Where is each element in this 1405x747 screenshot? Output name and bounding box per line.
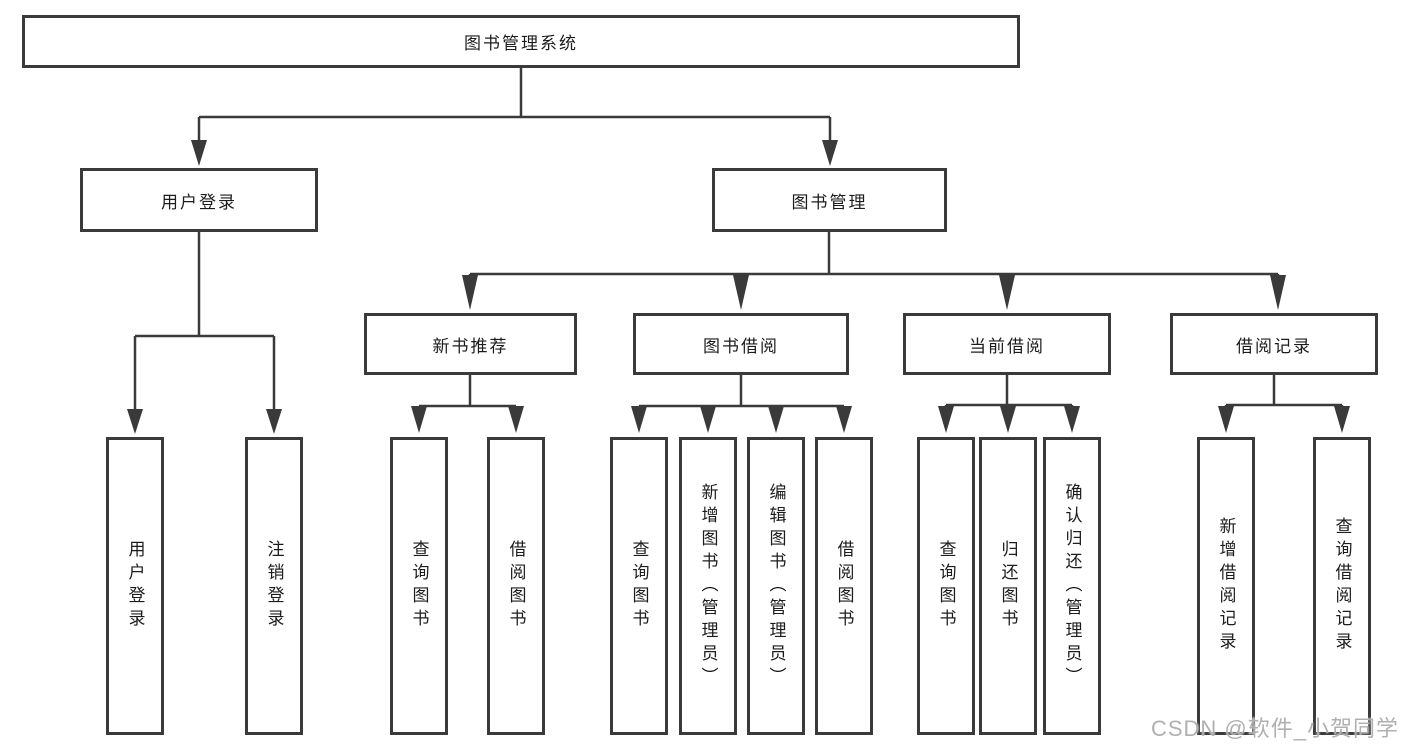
watermark: CSDN @软件_小贺同学 [1150, 716, 1399, 741]
node-borrowing-records-label: 借阅记录 [1236, 336, 1312, 356]
node-book-borrowing: 图书借阅 [633, 313, 849, 375]
leaf-borrow-books-recommend: 借阅图书 [487, 437, 545, 735]
leaf-logout: 注销登录 [245, 437, 303, 735]
leaf-return-books: 归还图书 [979, 437, 1037, 735]
leaf-user-login-label: 用户登录 [125, 540, 145, 632]
node-book-borrowing-label: 图书借阅 [703, 336, 779, 356]
leaf-confirm-return-admin: 确认归还（管理员） [1043, 437, 1101, 735]
leaf-borrow-books: 借阅图书 [815, 437, 873, 735]
node-new-book-recommendation: 新书推荐 [364, 313, 577, 375]
node-book-management: 图书管理 [712, 168, 947, 232]
leaf-edit-books-admin-label: 编辑图书（管理员） [766, 482, 786, 690]
leaf-search-books-current: 查询图书 [917, 437, 975, 735]
leaf-add-books-admin-label: 新增图书（管理员） [698, 482, 718, 690]
node-current-borrowing-label: 当前借阅 [969, 336, 1045, 356]
leaf-search-books-current-label: 查询图书 [936, 540, 956, 632]
node-current-borrowing: 当前借阅 [903, 313, 1111, 375]
leaf-borrow-books-label: 借阅图书 [834, 540, 854, 632]
leaf-user-login: 用户登录 [106, 437, 164, 735]
node-new-book-recommendation-label: 新书推荐 [432, 336, 509, 356]
leaf-return-books-label: 归还图书 [998, 540, 1018, 632]
root-node-library-management-system: 图书管理系统 [22, 15, 1020, 68]
leaf-search-books-recommend: 查询图书 [390, 437, 448, 735]
leaf-search-borrow-record-label: 查询借阅记录 [1332, 517, 1352, 655]
node-borrowing-records: 借阅记录 [1170, 313, 1378, 375]
root-node-label: 图书管理系统 [464, 34, 578, 53]
leaf-logout-label: 注销登录 [264, 540, 284, 632]
leaf-search-borrow-record: 查询借阅记录 [1313, 437, 1371, 735]
leaf-search-books-borrowing: 查询图书 [610, 437, 668, 735]
arrowheads [127, 140, 1350, 434]
node-user-login: 用户登录 [80, 168, 318, 232]
leaf-add-books-admin: 新增图书（管理员） [679, 437, 737, 735]
leaf-search-books-recommend-label: 查询图书 [409, 540, 429, 632]
leaf-confirm-return-admin-label: 确认归还（管理员） [1062, 482, 1082, 690]
node-user-login-label: 用户登录 [161, 192, 237, 212]
leaf-add-borrow-record: 新增借阅记录 [1197, 437, 1255, 735]
leaf-edit-books-admin: 编辑图书（管理员） [747, 437, 805, 735]
leaf-borrow-books-recommend-label: 借阅图书 [506, 540, 526, 632]
node-book-management-label: 图书管理 [791, 192, 868, 212]
leaf-add-borrow-record-label: 新增借阅记录 [1216, 517, 1236, 655]
leaf-search-books-borrowing-label: 查询图书 [629, 540, 649, 632]
